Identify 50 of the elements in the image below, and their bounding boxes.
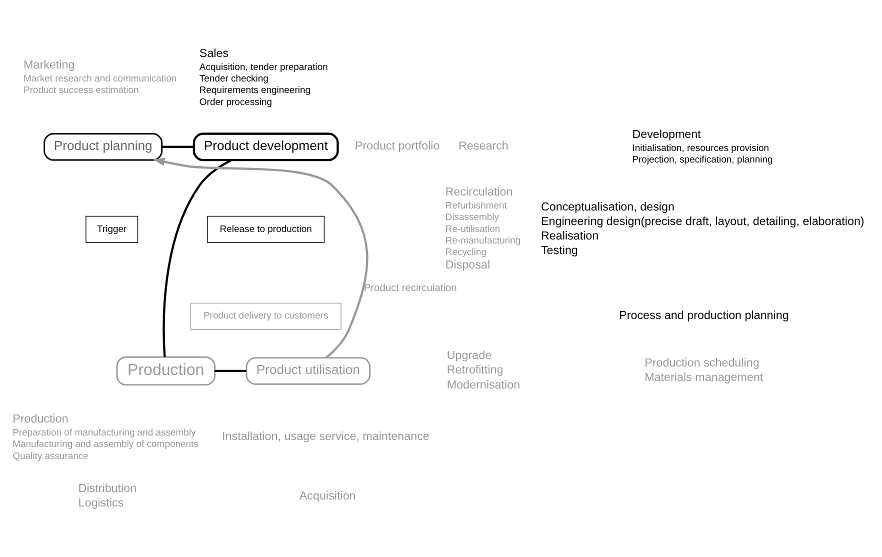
label: Sales [199, 46, 229, 60]
node-box: Product utilisation [246, 356, 371, 384]
label: Development [632, 128, 701, 140]
label: Upgrade [446, 348, 492, 362]
label: Installation, usage service, maintenance [222, 430, 430, 443]
label: Tender checking [199, 73, 268, 84]
label: Market research and communication [24, 73, 177, 84]
node-box: Production [116, 356, 216, 386]
label: Production [12, 412, 68, 426]
label: Modernisation [446, 378, 520, 391]
connector [162, 158, 232, 356]
label: Logistics [78, 496, 124, 510]
label: Retrofitting [446, 363, 504, 376]
label: Distribution [78, 481, 137, 494]
label: Requirements engineering [199, 84, 311, 96]
node-box: Product planning [44, 132, 163, 160]
label: Disassembly [445, 212, 500, 223]
node-box: Product development [192, 132, 339, 161]
connector [162, 145, 194, 148]
label: Initialisation, resources provision [632, 142, 770, 154]
label: Product portfolio [354, 139, 440, 152]
node-box: Release to production [207, 215, 325, 242]
label: Acquisition [299, 488, 356, 502]
edge-label: Product recirculation [364, 282, 457, 294]
label: Projection, specification, planning [632, 154, 773, 166]
label: Recycling [445, 246, 486, 258]
label: Process and production planning [619, 308, 789, 322]
connector [214, 369, 246, 372]
label: Conceptualisation, design [540, 200, 674, 213]
label: Recirculation [445, 185, 513, 198]
label: Acquisition, tender preparation [199, 61, 328, 72]
node-box: Product delivery to customers [190, 302, 342, 330]
label: Realisation [540, 228, 599, 242]
label: Quality assurance [12, 450, 88, 462]
label: Product success estimation [24, 84, 139, 96]
label: Engineering design(precise draft, layout, detailing, elaboration) [540, 214, 864, 228]
label: Testing [540, 244, 578, 257]
label: Preparation of manufacturing and assembly [12, 426, 196, 438]
label: Research [458, 139, 508, 152]
label: Order processing [199, 96, 272, 108]
arrow [152, 157, 368, 358]
label: Refurbishment [445, 200, 507, 211]
label: Marketing [24, 58, 75, 72]
label: Materials management [644, 370, 764, 384]
label: Production scheduling [644, 356, 760, 369]
label: Re-manufacturing [445, 235, 521, 246]
label: Re-utilisation [445, 223, 500, 234]
label: Disposal [445, 258, 490, 272]
node-box: Trigger [86, 215, 138, 242]
label: Manufacturing and assembly of components [12, 438, 198, 450]
